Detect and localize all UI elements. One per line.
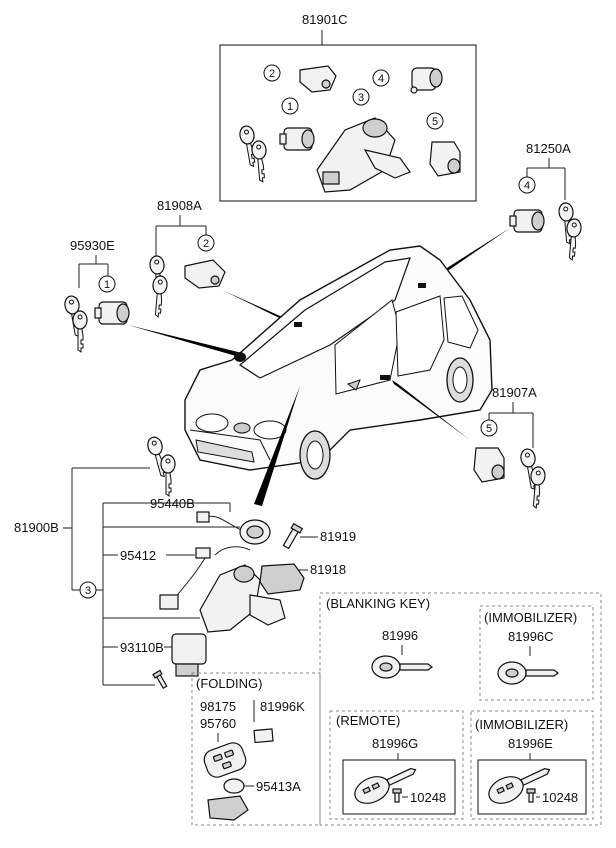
immobilizer-section-2 xyxy=(470,710,594,820)
svg-text:1: 1 xyxy=(104,279,110,291)
battery-icon xyxy=(223,778,245,794)
svg-text:2: 2 xyxy=(203,238,209,250)
ignition-body-icon xyxy=(171,633,207,677)
callout-3-left: 3 xyxy=(79,581,97,599)
trunk-lock-icon xyxy=(410,67,443,94)
section-title-immobilizer-2: (IMMOBILIZER) xyxy=(475,717,568,732)
ignition-harness-icon xyxy=(159,546,251,610)
section-title-blanking-key: (BLANKING KEY) xyxy=(326,596,430,611)
callout-1-top: 1 xyxy=(281,97,299,115)
part-label-81996g: 81996G xyxy=(372,736,418,751)
door-lock-icon xyxy=(299,65,337,93)
ignition-switch-icon xyxy=(199,564,286,633)
callout-5-top: 5 xyxy=(426,112,444,130)
part-label-81996c: 81996C xyxy=(508,629,554,644)
remote-key-icon xyxy=(354,768,417,804)
lock-cylinder-icon xyxy=(94,301,130,325)
svg-text:4: 4 xyxy=(378,73,384,85)
immobilizer-section-1 xyxy=(479,605,594,701)
section-title-remote: (REMOTE) xyxy=(336,713,400,728)
part-label-95413a: 95413A xyxy=(256,779,301,794)
steering-lock-bracket-icon xyxy=(259,563,305,595)
part-label-95930e: 95930E xyxy=(70,238,115,253)
svg-text:4: 4 xyxy=(524,180,530,192)
callout-2-left: 2 xyxy=(197,234,215,252)
lock-cylinder-icon xyxy=(279,127,315,151)
part-label-81918: 81918 xyxy=(310,562,346,577)
remote-key-frame xyxy=(342,759,456,815)
glovebox-lock-icon xyxy=(473,447,505,483)
callout-4-right: 4 xyxy=(518,176,536,194)
blank-key-icon xyxy=(371,655,433,679)
part-label-81907a: 81907A xyxy=(492,385,537,400)
immobilizer-remote-key-frame xyxy=(477,759,587,815)
kit-81901c-box xyxy=(219,44,477,202)
part-label-81250a: 81250A xyxy=(526,141,571,156)
svg-text:5: 5 xyxy=(432,116,438,128)
svg-text:3: 3 xyxy=(85,585,91,597)
callout-2-top: 2 xyxy=(263,64,281,82)
part-label-81919: 81919 xyxy=(320,529,356,544)
folding-remote-key-icon xyxy=(203,742,247,778)
callout-3-top: 3 xyxy=(352,88,370,106)
part-label-81900b: 81900B xyxy=(14,520,59,535)
svg-text:5: 5 xyxy=(486,423,492,435)
car-icon xyxy=(184,245,493,480)
part-label-10248-immobilizer: 10248 xyxy=(542,790,578,805)
callout-4-top: 4 xyxy=(372,69,390,87)
part-label-81996k: 81996K xyxy=(260,699,305,714)
section-title-folding: (FOLDING) xyxy=(196,676,262,691)
svg-text:3: 3 xyxy=(358,92,364,104)
screw-icon xyxy=(392,788,402,803)
immobilizer-remote-key-icon xyxy=(488,768,551,804)
ignition-switch-icon xyxy=(316,117,411,193)
screw-icon xyxy=(526,788,536,803)
part-label-95412: 95412 xyxy=(120,548,156,563)
part-label-95440b: 95440B xyxy=(150,496,195,511)
key-blade-icon xyxy=(253,728,274,744)
svg-text:2: 2 xyxy=(269,68,275,80)
part-label-81908a: 81908A xyxy=(157,198,202,213)
remote-cover-icon xyxy=(207,795,249,821)
section-title-immobilizer-1: (IMMOBILIZER) xyxy=(484,610,577,625)
key-icon xyxy=(149,274,169,319)
remote-section xyxy=(329,710,464,820)
screw-icon xyxy=(282,522,304,550)
svg-text:1: 1 xyxy=(287,101,293,113)
pointer-wedge-95930e xyxy=(128,325,243,357)
part-label-93110b: 93110B xyxy=(120,640,164,655)
part-label-10248-remote: 10248 xyxy=(410,790,446,805)
glovebox-lock-icon xyxy=(429,141,461,177)
door-lock-icon xyxy=(184,259,226,289)
part-label-81901c: 81901C xyxy=(302,12,348,27)
part-label-81996: 81996 xyxy=(382,628,418,643)
callout-5-right: 5 xyxy=(480,419,498,437)
part-label-98175: 98175 xyxy=(200,699,236,714)
screw-icon xyxy=(152,669,168,690)
immobilizer-coil-icon xyxy=(196,511,271,545)
callout-1-left: 1 xyxy=(98,275,116,293)
key-variants-section xyxy=(319,592,602,826)
immobilizer-key-icon xyxy=(497,661,559,685)
part-label-95760: 95760 xyxy=(200,716,236,731)
pointer-wedge-81907a xyxy=(392,380,470,440)
lock-cylinder-icon xyxy=(509,209,545,233)
pointer-wedge-ignition xyxy=(254,386,300,506)
part-label-81996e: 81996E xyxy=(508,736,553,751)
